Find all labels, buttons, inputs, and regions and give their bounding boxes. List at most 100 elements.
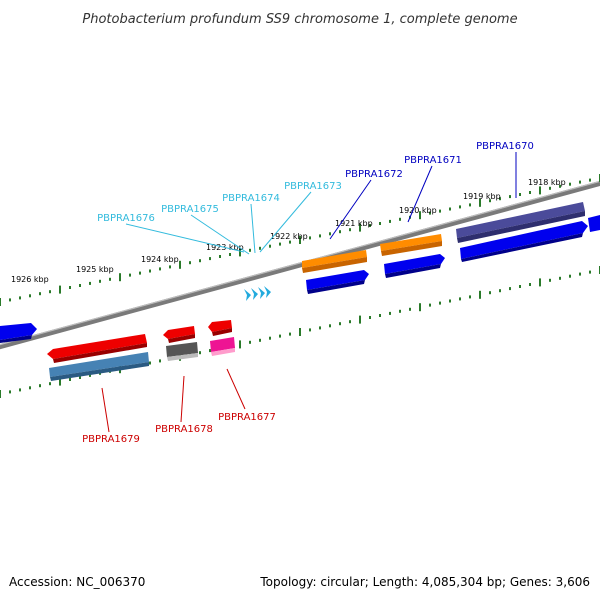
gene-feature xyxy=(588,215,600,232)
tick-mark xyxy=(289,240,291,244)
tick-mark xyxy=(369,316,371,319)
tick-mark xyxy=(429,211,431,215)
tick-mark xyxy=(459,205,461,209)
gene-feature xyxy=(166,342,198,357)
gene-label: PBPRA1674 xyxy=(222,193,280,204)
tick-mark xyxy=(439,209,441,213)
tick-mark xyxy=(479,198,481,207)
tick-mark xyxy=(449,207,451,211)
tick-mark xyxy=(119,273,121,282)
tick-mark xyxy=(469,203,471,207)
gene-label: PBPRA1671 xyxy=(404,155,462,166)
tick-mark xyxy=(399,217,401,221)
accession-text: Accession: NC_006370 xyxy=(9,575,145,589)
chromosome-backbone xyxy=(0,180,600,350)
tick-mark xyxy=(509,195,511,199)
tick-mark xyxy=(529,191,531,194)
tick-mark xyxy=(559,276,561,280)
tick-mark xyxy=(329,324,331,328)
tick-mark xyxy=(579,180,581,184)
tick-mark xyxy=(39,384,41,388)
tick-mark xyxy=(459,297,461,301)
gene-label: PBPRA1679 xyxy=(82,434,140,445)
tick-mark xyxy=(99,279,101,283)
tick-mark xyxy=(289,332,291,336)
tick-mark xyxy=(539,186,541,195)
tick-mark xyxy=(489,291,491,295)
tick-mark xyxy=(249,340,251,344)
tick-mark xyxy=(299,236,301,244)
tick-mark xyxy=(269,244,271,248)
tick-mark xyxy=(39,292,41,296)
tick-mark xyxy=(519,193,521,196)
tick-mark xyxy=(29,294,31,298)
gene-label: PBPRA1678 xyxy=(155,424,213,435)
tick-mark xyxy=(419,303,421,312)
gene-feature xyxy=(0,323,37,340)
topology-text: Topology: circular; Length: 4,085,304 bp… xyxy=(259,575,590,589)
tick-rail-upper xyxy=(0,174,600,306)
tick-mark xyxy=(189,261,191,265)
gene-label: PBPRA1676 xyxy=(97,213,155,224)
tick-mark xyxy=(489,199,491,203)
tick-mark xyxy=(399,309,401,313)
map-title: Photobacterium profundum SS9 chromosome … xyxy=(82,12,517,27)
tick-mark xyxy=(539,278,541,287)
direction-chevrons xyxy=(244,286,271,301)
tick-mark xyxy=(9,298,11,302)
tick-mark xyxy=(69,378,71,381)
tick-mark xyxy=(419,211,421,220)
tick-mark xyxy=(449,299,451,303)
tick-mark xyxy=(89,373,91,377)
tick-label: 1920 kbp xyxy=(399,206,437,215)
gene-label: PBPRA1673 xyxy=(284,181,342,192)
gene-label: PBPRA1670 xyxy=(476,141,534,152)
tick-mark xyxy=(249,248,251,252)
tick-label: 1926 kbp xyxy=(11,275,49,284)
tick-mark xyxy=(199,351,201,355)
tick-label: 1919 kbp xyxy=(463,192,501,201)
tick-mark xyxy=(479,290,481,299)
gene-feature xyxy=(456,202,585,238)
gene-feature xyxy=(208,320,232,332)
gene-label: PBPRA1677 xyxy=(218,412,276,423)
gene-feature xyxy=(384,254,445,274)
tick-mark xyxy=(519,285,521,288)
tick-mark xyxy=(529,283,531,286)
tick-mark xyxy=(409,307,411,311)
gene-feature xyxy=(460,221,588,259)
gene-feature xyxy=(210,337,235,352)
tick-mark xyxy=(49,382,51,386)
tick-mark xyxy=(0,298,1,306)
tick-mark xyxy=(0,390,1,398)
tick-mark xyxy=(299,328,301,336)
tick-mark xyxy=(199,259,201,263)
gene-feature xyxy=(380,234,442,251)
gene-feature xyxy=(302,250,367,268)
tick-mark xyxy=(369,224,371,227)
tick-mark xyxy=(329,232,331,236)
tick-mark xyxy=(19,388,21,392)
tick-mark xyxy=(439,301,441,305)
tick-mark xyxy=(109,277,111,281)
tick-label: 1924 kbp xyxy=(141,255,179,264)
tick-mark xyxy=(79,284,81,287)
tick-mark xyxy=(589,178,591,182)
tick-mark xyxy=(279,334,281,338)
tick-mark xyxy=(309,236,311,240)
tick-mark xyxy=(279,242,281,246)
tick-mark xyxy=(159,267,161,271)
tick-mark xyxy=(259,338,261,342)
tick-label: 1918 kbp xyxy=(528,178,566,187)
tick-mark xyxy=(139,271,141,275)
tick-mark xyxy=(389,311,391,315)
tick-mark xyxy=(169,265,171,269)
tick-mark xyxy=(549,278,551,282)
gene-features-reverse xyxy=(47,320,235,381)
tick-mark xyxy=(359,315,361,324)
tick-mark xyxy=(129,273,131,277)
callout-lines xyxy=(101,152,517,433)
tick-mark xyxy=(179,260,181,269)
tick-mark xyxy=(269,336,271,340)
tick-mark xyxy=(379,222,381,225)
